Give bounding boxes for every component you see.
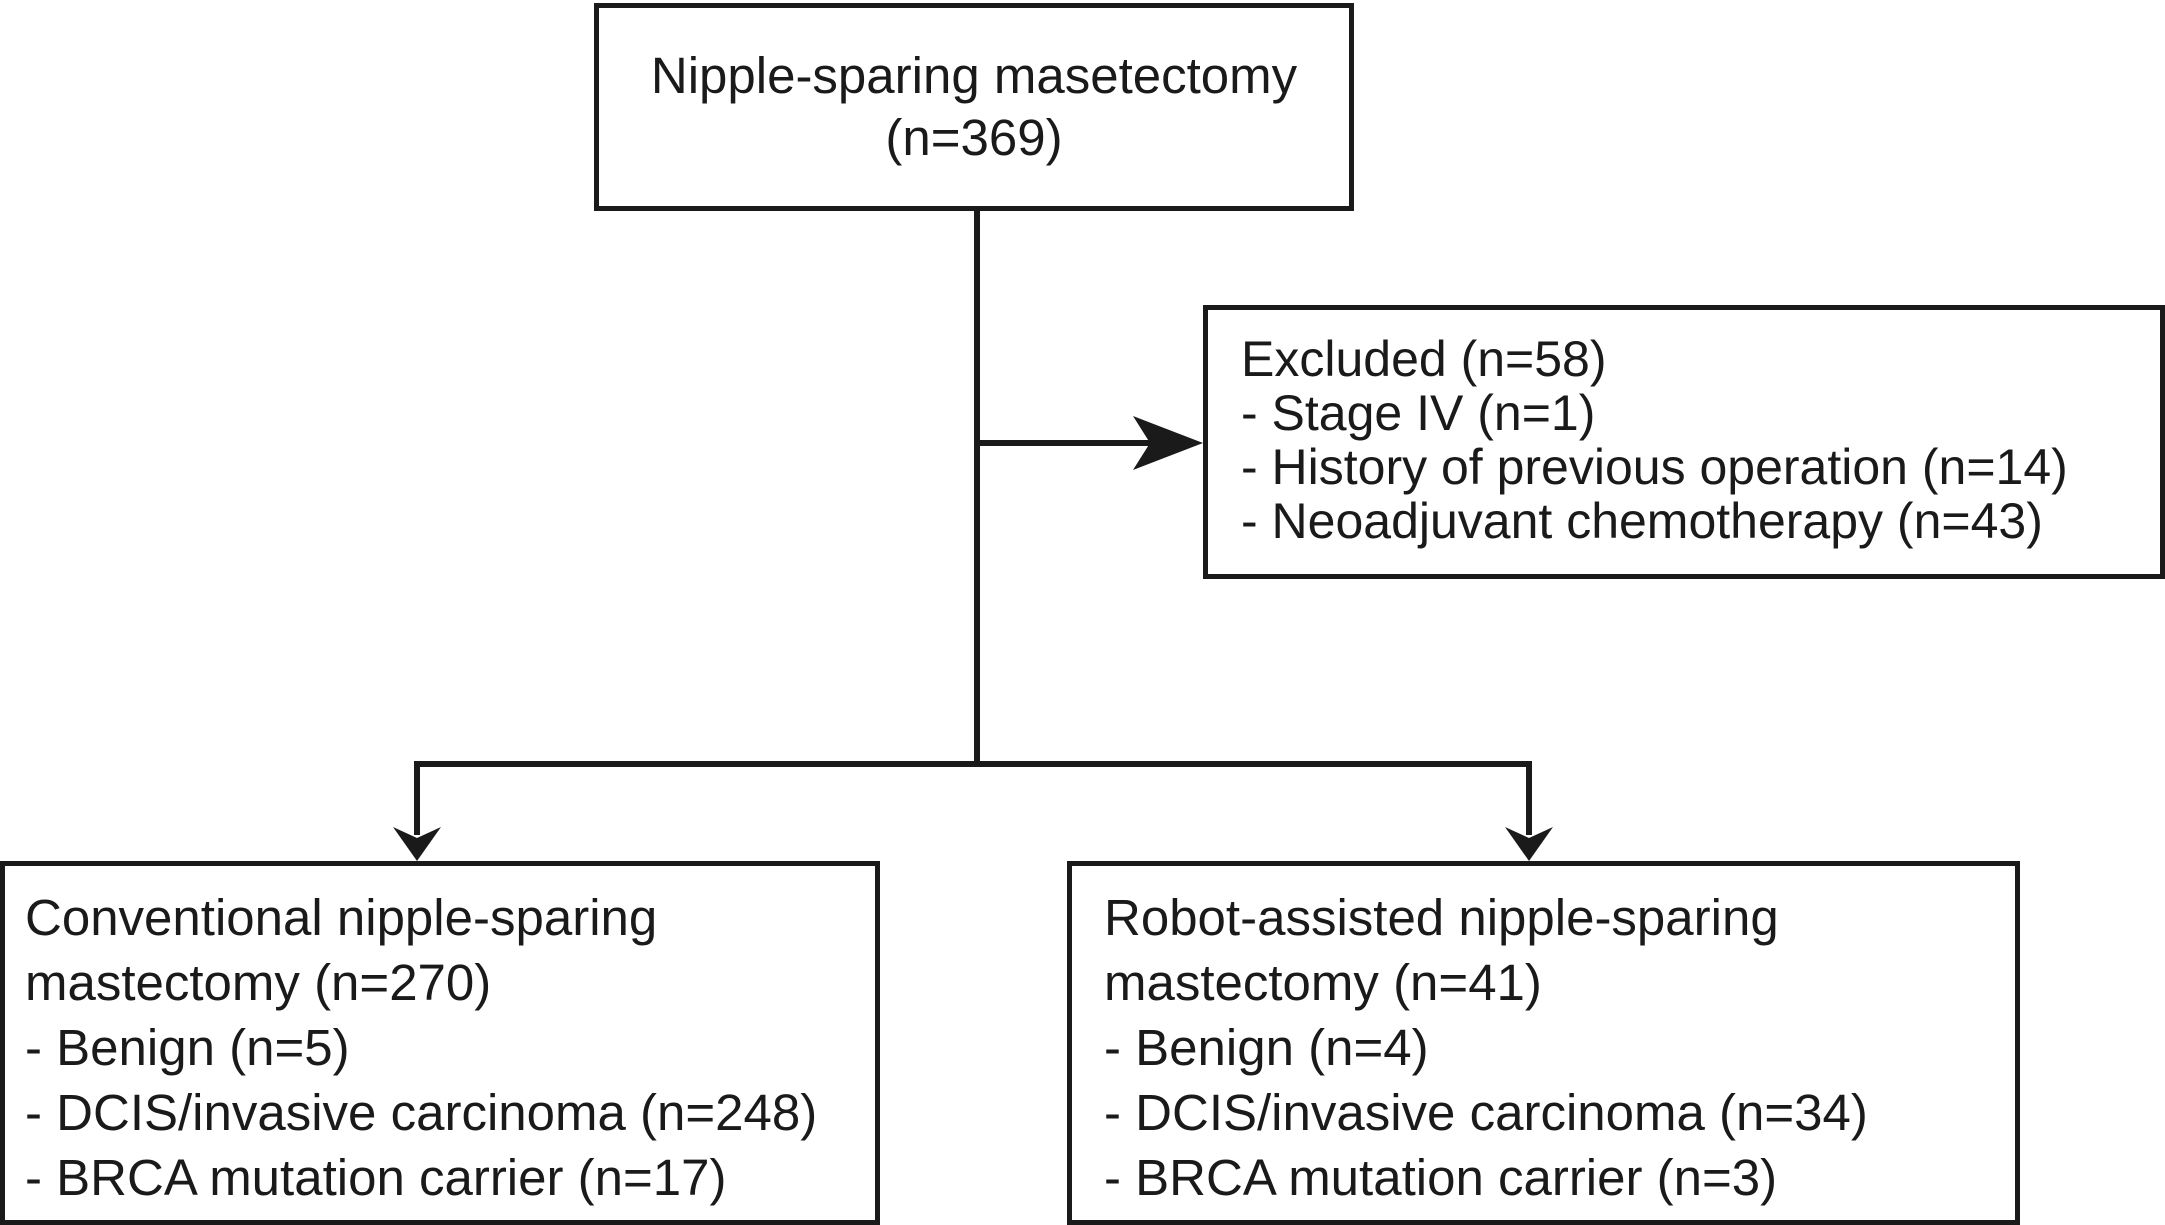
excluded-item: - Stage IV (n=1) xyxy=(1241,385,1596,441)
robot-group-box: Robot-assisted nipple-sparing mastectomy… xyxy=(1067,861,2020,1225)
conventional-item: - Benign (n=5) xyxy=(25,1019,350,1076)
conventional-item: - DCIS/invasive carcinoma (n=248) xyxy=(25,1084,818,1141)
excluded-item: - History of previous operation (n=14) xyxy=(1241,439,2068,495)
right-arrowhead xyxy=(1505,827,1553,861)
robot-item: - Benign (n=4) xyxy=(1104,1019,1429,1076)
conventional-title-line2: mastectomy (n=270) xyxy=(25,954,492,1011)
left-arrowhead xyxy=(393,827,441,861)
enrollment-title: Nipple-sparing masetectomy xyxy=(650,47,1298,104)
conventional-title-line1: Conventional nipple-sparing xyxy=(25,889,658,946)
robot-item: - BRCA mutation carrier (n=3) xyxy=(1104,1149,1778,1206)
excluded-box: Excluded (n=58) - Stage IV (n=1) - Histo… xyxy=(1203,305,2165,579)
robot-title-line2: mastectomy (n=41) xyxy=(1104,954,1542,1011)
enrollment-box: Nipple-sparing masetectomy (n=369) xyxy=(594,3,1354,211)
excluded-item: - Neoadjuvant chemotherapy (n=43) xyxy=(1241,493,2043,549)
conventional-item: - BRCA mutation carrier (n=17) xyxy=(25,1149,727,1206)
robot-title-line1: Robot-assisted nipple-sparing xyxy=(1104,889,1779,946)
enrollment-count: (n=369) xyxy=(885,109,1063,166)
excluded-title: Excluded (n=58) xyxy=(1241,331,1607,387)
robot-item: - DCIS/invasive carcinoma (n=34) xyxy=(1104,1084,1868,1141)
exclusion-arrowhead xyxy=(1133,416,1203,470)
conventional-group-box: Conventional nipple-sparing mastectomy (… xyxy=(0,861,880,1225)
